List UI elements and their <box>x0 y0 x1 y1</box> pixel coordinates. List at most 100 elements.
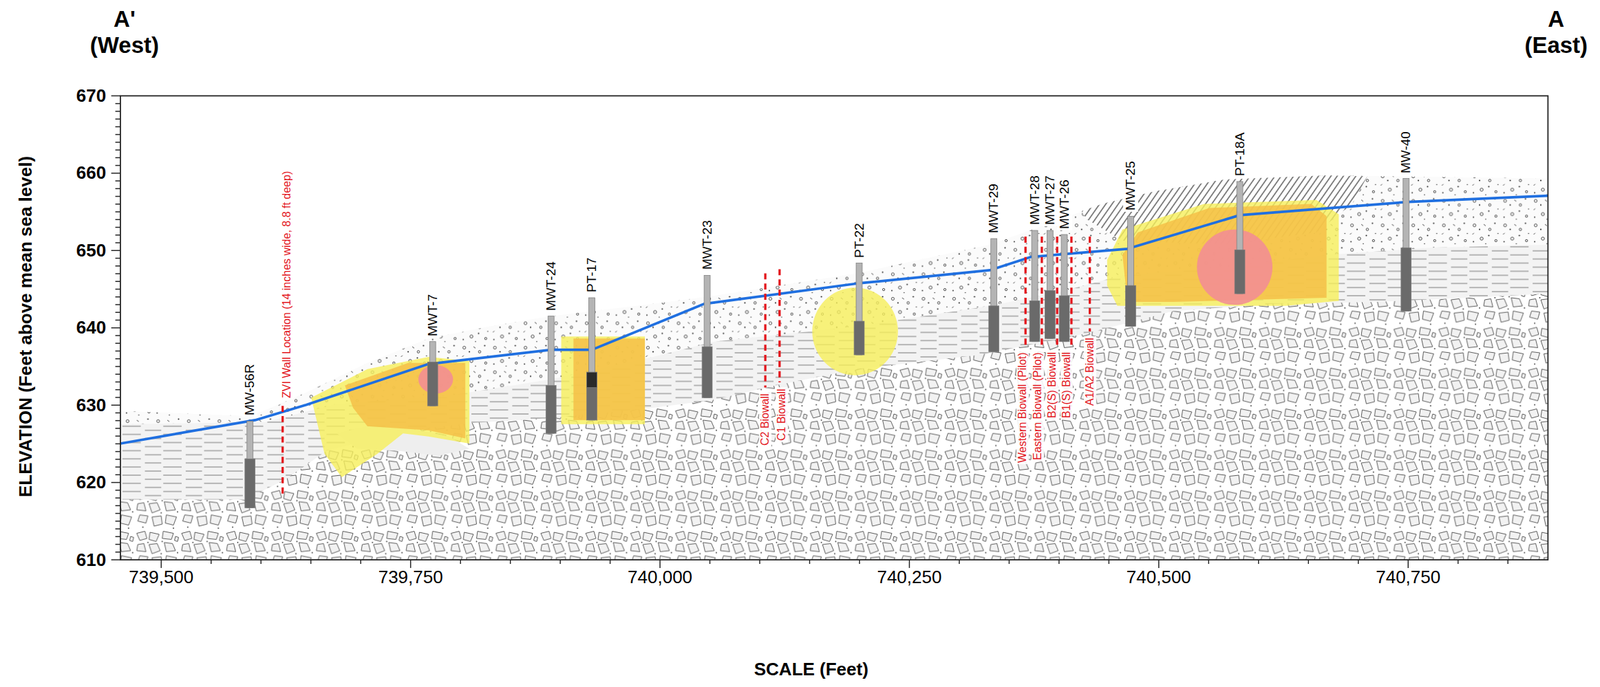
axis-tick <box>115 265 121 267</box>
well-label-holder: MWT-7 <box>425 293 441 338</box>
section-end-label-holder: A' (West) <box>90 6 159 59</box>
axis-tick <box>509 560 511 565</box>
well-screen <box>427 361 438 407</box>
axis-tick <box>1058 560 1060 565</box>
axis-tick <box>115 412 121 414</box>
zvi-wall-line <box>281 406 284 498</box>
axis-title: SCALE (Feet) <box>754 659 869 681</box>
tick-label: 740,500 <box>1126 567 1192 589</box>
tick-label: 640 <box>76 317 106 339</box>
well-label: PT-17 <box>584 256 600 294</box>
axis-tick <box>115 389 121 391</box>
axis-tick <box>709 560 711 565</box>
well-screen <box>1234 249 1245 294</box>
tick-label-holder: 670 <box>76 85 106 107</box>
axis-tick <box>909 560 910 569</box>
axis-tick <box>115 497 121 499</box>
tick-label-holder: 740,250 <box>876 567 942 589</box>
well-label: MWT-26 <box>1057 178 1073 231</box>
axis-tick <box>115 126 121 128</box>
well-screen <box>587 372 598 421</box>
axis-tick <box>115 474 121 476</box>
plume-high <box>1196 229 1273 306</box>
axis-tick <box>115 304 121 305</box>
well-label-holder: MW-56R <box>242 363 258 418</box>
well-label: MWT-28 <box>1027 174 1043 227</box>
plume-low <box>1107 200 1340 307</box>
axis-tick <box>111 95 121 97</box>
axis-tick <box>310 560 312 565</box>
axis-tick <box>115 489 121 491</box>
biowall-line <box>778 269 781 383</box>
barrier-label: Eastern Biowall (Pilot) <box>1031 350 1044 462</box>
axis-tick <box>115 381 121 383</box>
axis-tick <box>115 134 121 135</box>
wells <box>244 178 1412 508</box>
section-end-label: A' (West) <box>90 6 159 59</box>
axis-tick <box>115 196 121 197</box>
plot-frame <box>120 95 1548 561</box>
well-screen <box>988 306 1000 353</box>
axis-tick <box>1457 560 1459 565</box>
axis-tick <box>115 211 121 212</box>
axis-tick <box>359 560 361 565</box>
axis-tick <box>115 110 121 112</box>
well-label: MWT-29 <box>986 182 1002 235</box>
axis-tick <box>115 435 121 437</box>
biowall-line <box>1056 236 1059 347</box>
axis-tick <box>115 180 121 181</box>
axis-tick <box>115 281 121 283</box>
axis-tick <box>115 505 121 507</box>
barrier-label-holder: B2(S) Biowall <box>1046 350 1059 420</box>
tick-label-holder: 610 <box>76 549 106 572</box>
axis-tick <box>1208 560 1210 565</box>
tick-label: 610 <box>76 549 106 572</box>
axis-tick <box>115 157 121 159</box>
tick-label-holder: 630 <box>76 395 106 417</box>
axis-tick <box>958 560 960 565</box>
axis-tick <box>115 103 121 104</box>
water-table-line <box>120 196 1548 444</box>
axis-tick <box>115 234 121 236</box>
well-label-holder: MW-40 <box>1398 130 1414 175</box>
axis-tick <box>115 420 121 422</box>
axis-title: ELEVATION (Feet above mean sea level) <box>15 155 37 497</box>
well-label-holder: MWT-25 <box>1123 160 1139 213</box>
axis-tick <box>115 219 121 221</box>
axis-tick <box>115 451 121 453</box>
axis-tick <box>609 560 611 565</box>
well-label-holder: PT-22 <box>851 221 868 260</box>
axis-tick <box>1507 560 1508 565</box>
barrier-label-holder: ZVI Wall Location (14 inches wide, 8.8 f… <box>280 169 294 400</box>
well-screen <box>701 346 713 398</box>
barrier-label: B2(S) Biowall <box>1046 350 1059 420</box>
tick-label: 740,000 <box>627 567 693 589</box>
plume-mid <box>344 363 466 440</box>
axis-tick <box>659 560 660 569</box>
axis-tick <box>115 459 121 460</box>
axis-tick <box>115 165 121 166</box>
axis-tick <box>115 350 121 352</box>
well-label: MW-56R <box>242 363 258 418</box>
tick-label: 740,750 <box>1375 567 1441 589</box>
axis-tick <box>115 296 121 298</box>
axis-tick <box>115 513 121 515</box>
axis-tick <box>115 443 121 445</box>
biowall-line <box>1024 236 1027 347</box>
well-screen <box>1044 291 1055 340</box>
axis-tick <box>115 528 121 530</box>
biowall-line <box>1040 236 1043 347</box>
axis-tick <box>459 560 461 565</box>
axis-tick <box>115 141 121 143</box>
well-label-holder: MWT-27 <box>1042 174 1058 227</box>
axis-tick <box>111 482 121 484</box>
axis-tick <box>1407 560 1408 569</box>
tick-label-holder: 740,750 <box>1375 567 1441 589</box>
axis-tick <box>111 250 121 252</box>
axis-tick <box>161 560 162 569</box>
well-label: MWT-23 <box>699 219 716 272</box>
barrier-label: A1/A2 Biowall <box>1083 336 1097 408</box>
axis-tick <box>1308 560 1309 565</box>
